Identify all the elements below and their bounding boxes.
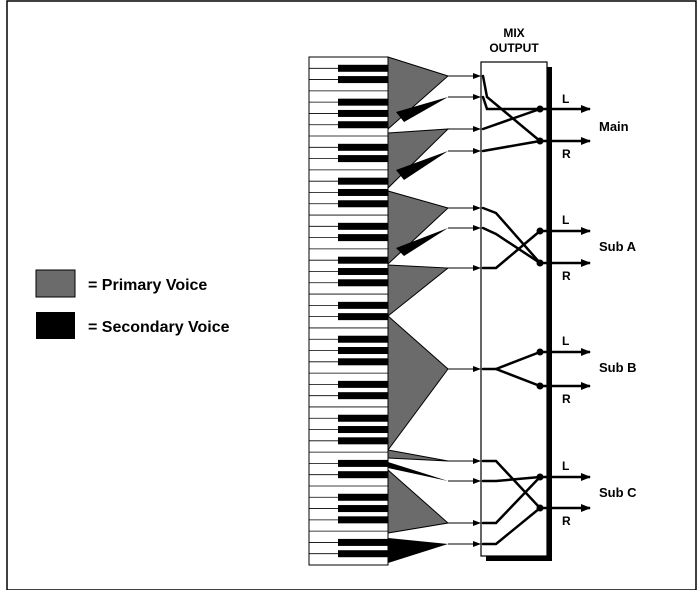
black-key [338,200,388,208]
black-key [338,347,388,355]
secondary-voice-zone [396,97,448,122]
output-right-label: R [562,147,571,161]
output-left-label: L [562,459,569,473]
route-line [481,229,542,270]
output-right-label: R [562,514,571,528]
black-key [338,76,388,84]
route-line [481,475,542,483]
secondary-voice-zone [396,151,448,180]
output-arrows [540,105,591,512]
legend-primary-label: = Primary Voice [88,277,207,294]
legend-secondary-label: = Secondary Voice [88,319,230,336]
secondary-voice-zone [388,462,448,481]
route-line [481,226,542,265]
output-right-label: R [562,392,571,406]
black-key [338,279,388,287]
black-key [338,98,388,106]
black-key [338,459,388,467]
black-key [338,301,388,309]
legend-secondary-swatch [36,312,75,339]
mix-title-line2: OUTPUT [489,41,539,55]
black-key [338,358,388,366]
voice-zones [387,56,450,563]
route-line [481,139,542,153]
mix-routing [481,74,542,546]
output-left-label: L [562,92,569,106]
black-key [338,505,388,513]
primary-voice-zone [387,468,450,534]
black-key [338,414,388,422]
black-key [338,267,388,275]
black-key [338,222,388,230]
secondary-voice-zone [396,228,448,256]
secondary-voice-zone [388,538,448,563]
black-key [338,493,388,501]
route-line [481,506,542,546]
keyboard-frame [308,56,389,566]
output-left-label: L [562,213,569,227]
primary-voice-zone [387,264,450,318]
black-key [338,109,388,117]
black-key [338,188,388,196]
zone-arrows [448,73,481,547]
output-name-sub-c: Sub C [599,485,637,500]
output-name-sub-b: Sub B [599,360,637,375]
legend-primary-swatch [35,269,76,298]
black-key [338,155,388,163]
output-name-main: Main [599,119,629,134]
route-line [481,475,542,525]
black-key [338,380,388,388]
black-key [338,538,388,546]
route-line [481,95,542,111]
black-key [338,426,388,434]
primary-voice-zone [387,449,449,462]
output-name-sub-a: Sub A [599,239,637,254]
black-key [338,121,388,129]
route-line [481,107,542,131]
route-line [481,206,542,265]
black-key [338,516,388,524]
black-key [338,64,388,72]
black-key [338,234,388,242]
black-key [338,437,388,445]
primary-voice-zone [387,314,449,452]
black-key [338,471,388,479]
black-key [338,256,388,264]
output-names: Main Sub A Sub B Sub C [599,119,637,500]
channel-labels: L R L R L R L R [562,92,571,528]
route-line [481,74,542,143]
black-key [338,143,388,151]
output-right-label: R [562,269,571,283]
mix-title-line1: MIX [503,26,524,40]
route-line [494,367,542,388]
keyboard [308,56,389,566]
black-key [338,392,388,400]
output-left-label: L [562,334,569,348]
black-key [338,550,388,558]
black-key [338,177,388,185]
black-key [338,335,388,343]
black-key [338,313,388,321]
